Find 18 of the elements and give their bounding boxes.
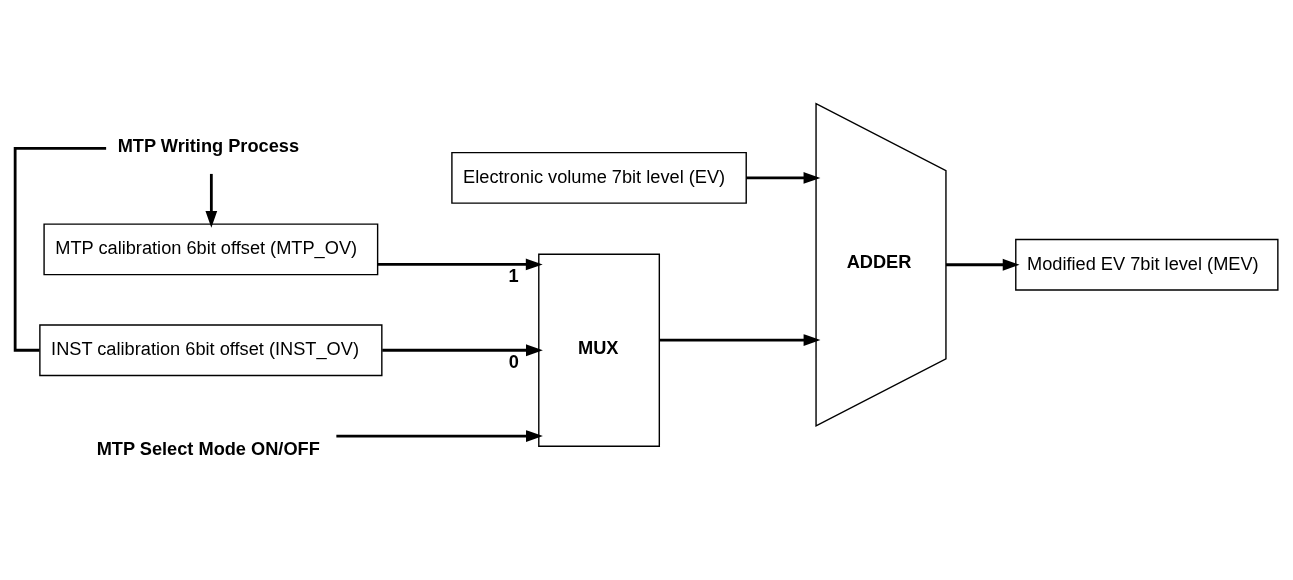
arrow bbox=[746, 172, 821, 184]
edge-label: 0 bbox=[508, 351, 519, 372]
node-box: ADDER bbox=[815, 102, 947, 428]
node-box: MTP calibration 6bit offset (MTP_OV) bbox=[43, 223, 379, 276]
arrow bbox=[659, 334, 821, 346]
node-box: INST calibration 6bit offset (INST_OV) bbox=[39, 324, 383, 377]
arrow bbox=[205, 173, 218, 228]
node-text: MTP Select Mode ON/OFF bbox=[96, 438, 320, 459]
node-text: MTP Writing Process bbox=[117, 135, 300, 156]
arrow bbox=[382, 344, 543, 357]
node-box: MUX bbox=[538, 253, 661, 447]
arrow bbox=[336, 430, 543, 442]
node-box: Modified EV 7bit level (MEV) bbox=[1015, 238, 1279, 291]
node-box: Electronic volume 7bit level (EV) bbox=[451, 151, 747, 204]
arrow bbox=[946, 258, 1020, 271]
arrow bbox=[377, 258, 543, 271]
connector bbox=[13, 147, 107, 352]
edge-label: 1 bbox=[508, 265, 519, 286]
